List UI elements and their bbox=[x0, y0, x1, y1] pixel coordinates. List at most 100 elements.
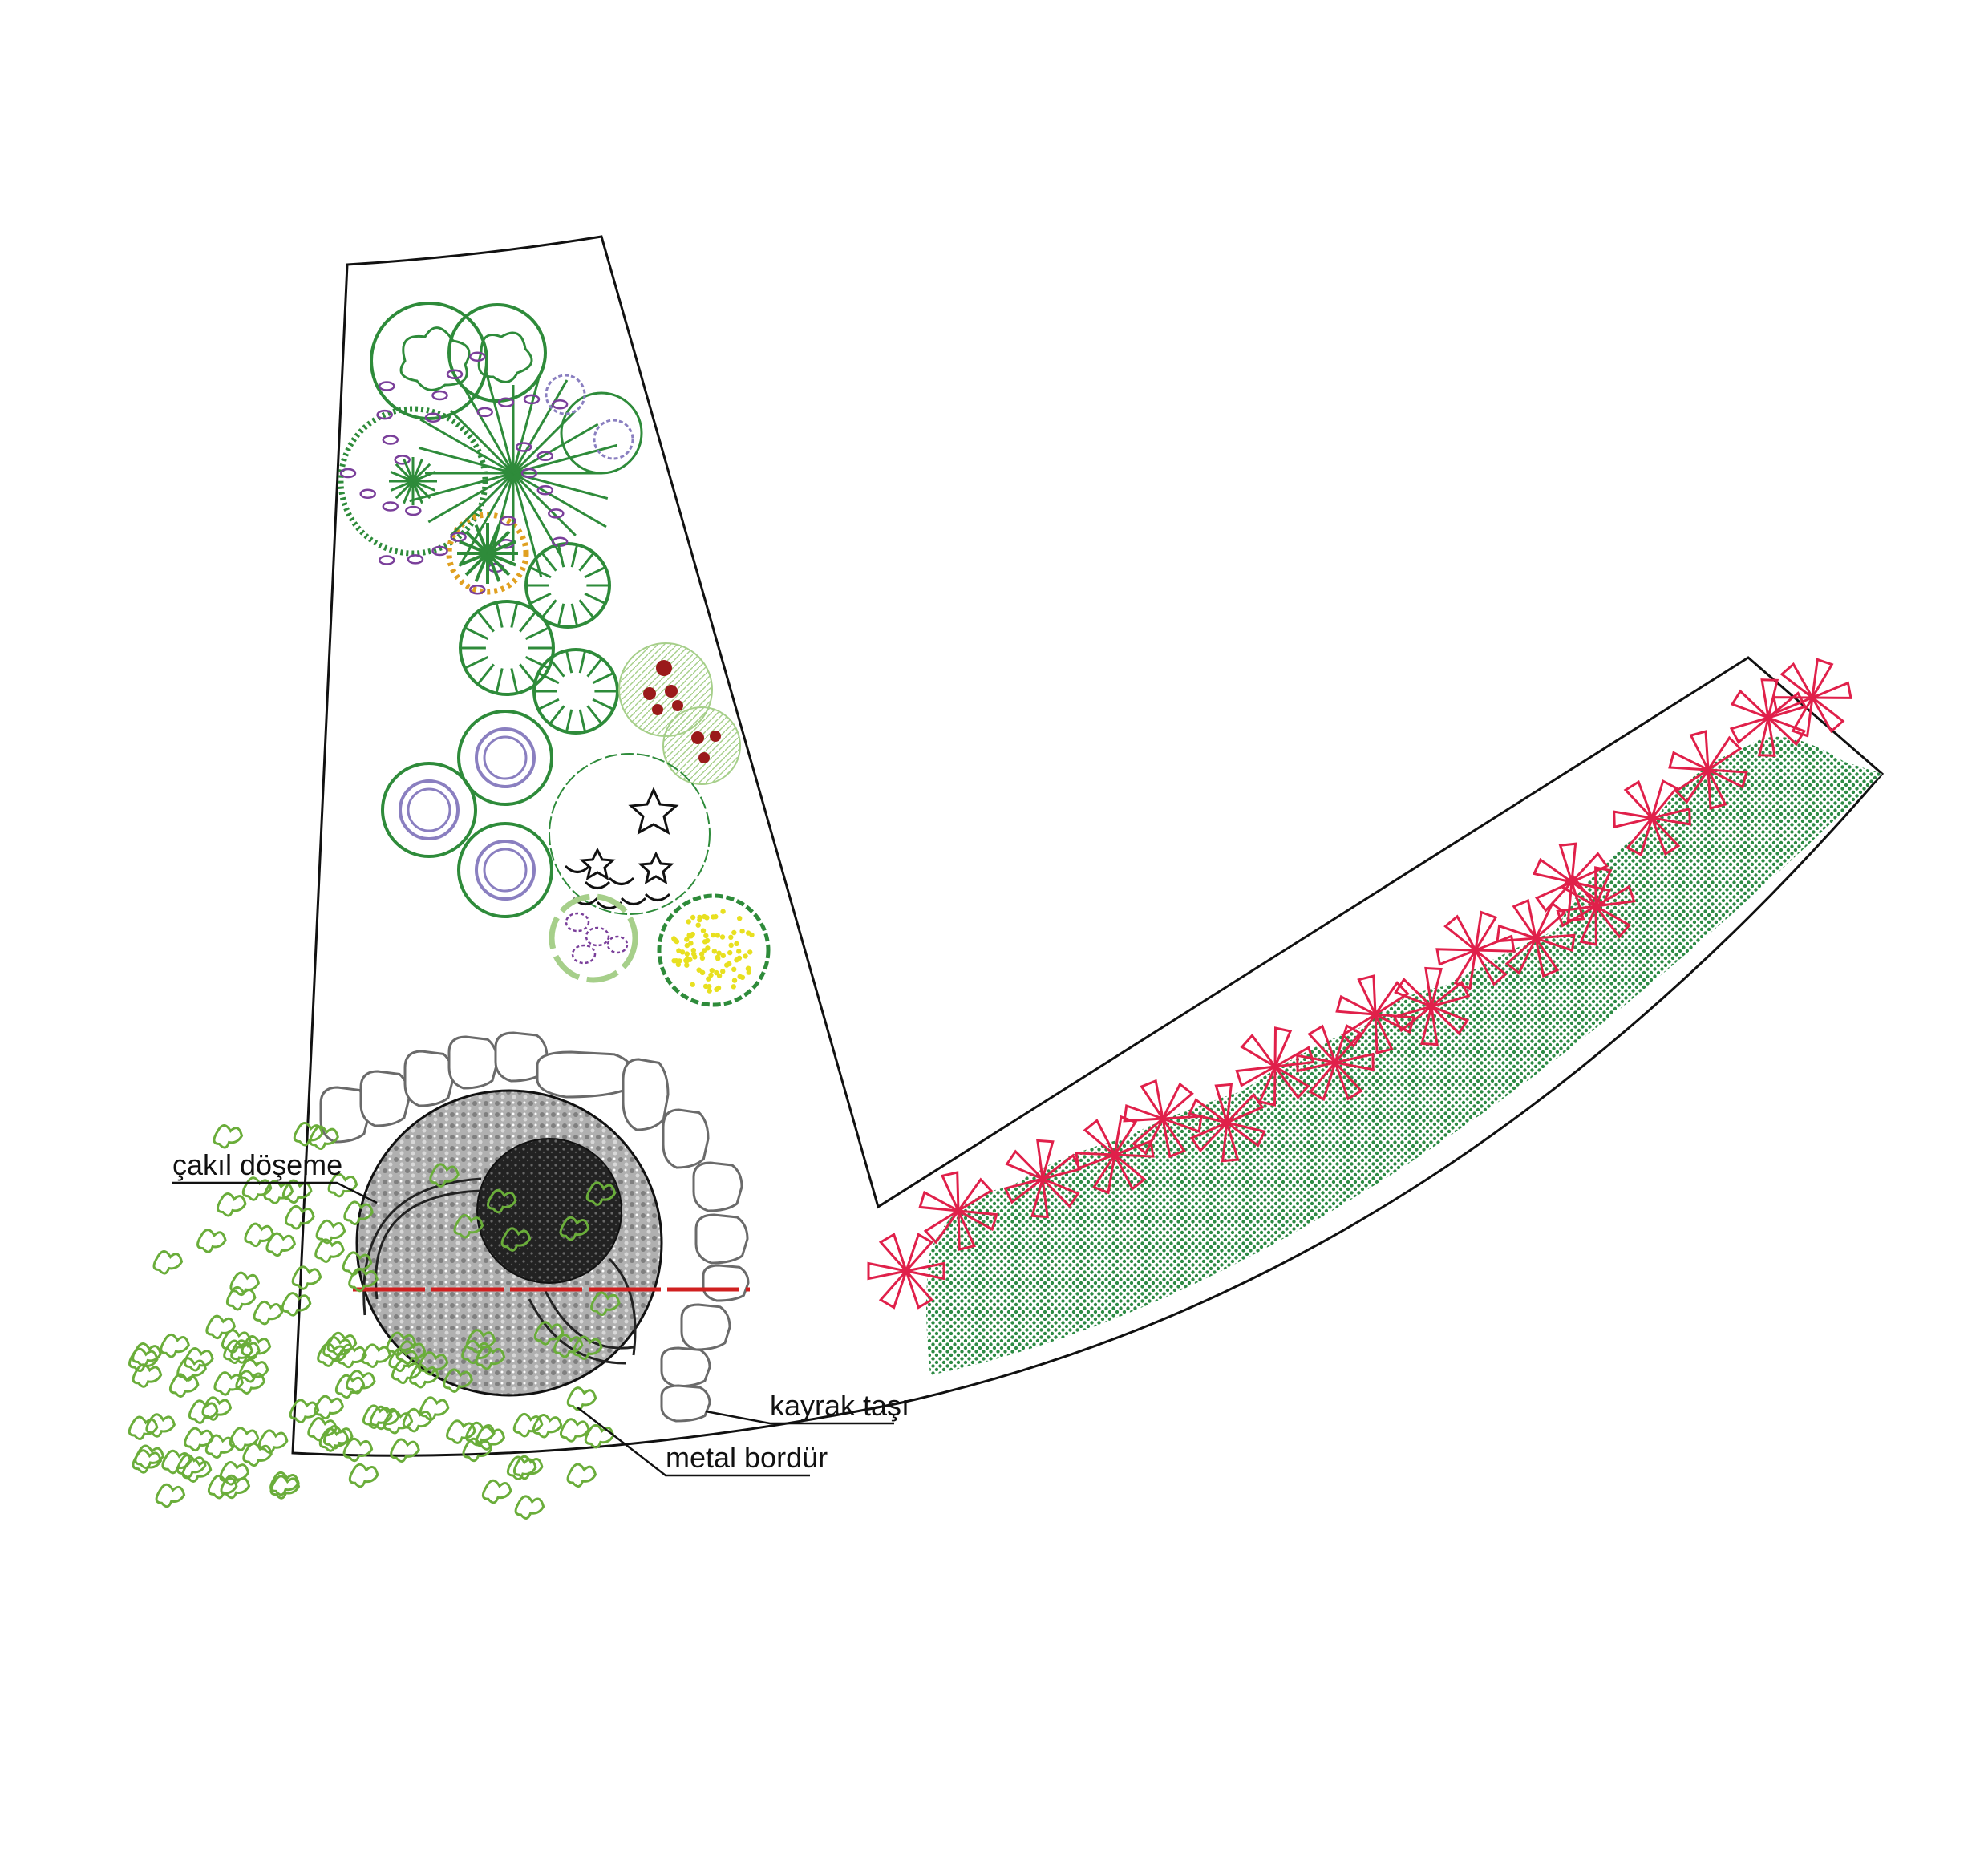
groundcover-leaf bbox=[461, 1339, 492, 1365]
yellow-dot bbox=[746, 930, 751, 936]
yellow-dot bbox=[703, 933, 709, 939]
groundcover-leaf bbox=[348, 1463, 379, 1488]
ring-shrubs bbox=[381, 710, 553, 918]
flower-petal bbox=[1730, 689, 1770, 719]
yellow-dot bbox=[690, 914, 696, 921]
yellow-dot bbox=[688, 941, 694, 946]
groundcover-leaf bbox=[348, 1267, 379, 1293]
groundcover-leaf bbox=[346, 1370, 376, 1395]
small-shrub-symbol bbox=[549, 893, 638, 983]
flower-symbol bbox=[1496, 898, 1576, 978]
shrub-spoke bbox=[570, 603, 579, 627]
yellow-dot bbox=[704, 915, 710, 921]
flower-symbol bbox=[1556, 866, 1636, 946]
groundcover-leaf bbox=[553, 1334, 584, 1358]
shrub-spoke bbox=[586, 705, 603, 725]
tree-branch bbox=[418, 446, 514, 475]
ring-shrub-symbol bbox=[457, 710, 553, 806]
groundcover-area bbox=[926, 736, 1882, 1375]
flower-petal bbox=[1430, 1005, 1469, 1035]
purple-leaf bbox=[548, 508, 565, 519]
flower-petal bbox=[1307, 1024, 1337, 1064]
yellow-dot bbox=[700, 928, 707, 933]
tree-center-line bbox=[403, 480, 415, 504]
flower-symbol bbox=[1392, 966, 1471, 1046]
groundcover-leaf bbox=[419, 1396, 450, 1421]
shrub-spoke bbox=[578, 552, 595, 572]
tree-branch bbox=[512, 472, 543, 577]
flower-petal bbox=[1707, 735, 1743, 771]
groundcover-leaf bbox=[429, 1163, 460, 1188]
flower-petal bbox=[1114, 1139, 1155, 1158]
groundcover-leaf bbox=[315, 1219, 346, 1245]
tree-branch bbox=[484, 369, 515, 474]
groundcover-leaf bbox=[160, 1333, 190, 1358]
shrub-center-line bbox=[487, 552, 516, 567]
groundcover-leaf bbox=[337, 1343, 367, 1369]
yellow-dot bbox=[699, 955, 706, 961]
groundcover-leaf bbox=[229, 1427, 260, 1451]
purple-leaf bbox=[382, 501, 399, 512]
groundcover-leaf bbox=[532, 1414, 563, 1439]
groundcover-leaf bbox=[244, 1222, 275, 1248]
purple-leaf bbox=[571, 944, 597, 965]
yellow-dot bbox=[676, 948, 682, 953]
shrub-spoke bbox=[570, 544, 579, 568]
yellow-dot bbox=[743, 953, 748, 959]
flower-petal bbox=[1443, 914, 1477, 952]
flower-petal bbox=[1811, 696, 1845, 734]
shrub-center-line bbox=[474, 553, 489, 582]
stepping-stone bbox=[403, 1050, 455, 1107]
flower-petal bbox=[1214, 1083, 1233, 1123]
groundcover-leaf bbox=[253, 1300, 284, 1326]
scallop-lines bbox=[564, 864, 671, 909]
flower-petal bbox=[1811, 658, 1834, 698]
flower-symbol bbox=[1075, 1115, 1155, 1195]
flower-petal bbox=[1791, 697, 1814, 738]
cloud-shrub bbox=[549, 753, 711, 915]
purple-leaf bbox=[476, 407, 493, 418]
purple-leaf bbox=[520, 468, 538, 479]
groundcover-leaf bbox=[481, 1479, 512, 1504]
groundcover-leaf bbox=[242, 1442, 273, 1467]
shrub-spoke bbox=[476, 663, 495, 686]
flower-petal bbox=[1650, 779, 1678, 819]
tree-center-line bbox=[395, 463, 415, 483]
flower-petal bbox=[1003, 1177, 1043, 1204]
flower-petal bbox=[1357, 974, 1377, 1015]
yellow-dot bbox=[671, 958, 677, 964]
yellow-dot bbox=[711, 932, 716, 938]
shrub-spoke bbox=[519, 663, 537, 686]
tree-branch bbox=[427, 472, 514, 524]
groundcover-leaf bbox=[307, 1417, 338, 1442]
yellow-dot bbox=[724, 962, 730, 968]
flower-petal bbox=[1626, 817, 1654, 857]
flower-petal bbox=[1188, 1098, 1228, 1124]
flower-petal bbox=[1189, 1121, 1229, 1153]
yellow-dot bbox=[720, 953, 726, 959]
yellow-dot bbox=[697, 914, 702, 921]
berry bbox=[665, 685, 678, 698]
berry bbox=[652, 704, 663, 715]
small-shrub bbox=[549, 893, 638, 983]
shrub-spoke bbox=[541, 552, 557, 572]
yellow-dot bbox=[728, 942, 734, 949]
flower-petal bbox=[1113, 1153, 1147, 1191]
groundcover-leaf bbox=[134, 1444, 165, 1469]
garden-bed-outline bbox=[291, 235, 1885, 1457]
groundcover-leaf bbox=[559, 1216, 590, 1241]
berry bbox=[643, 687, 656, 700]
groundcover-leaf bbox=[446, 1419, 476, 1444]
tree-symbol bbox=[447, 303, 547, 403]
groundcover-leaf bbox=[196, 1229, 227, 1253]
flower-symbol bbox=[918, 1171, 998, 1251]
tree-branch bbox=[458, 472, 515, 567]
tree-branch bbox=[450, 472, 515, 536]
yellow-dot bbox=[715, 985, 722, 991]
tree-symbol-inner bbox=[399, 326, 471, 391]
border-leader bbox=[577, 1407, 810, 1477]
shrub-spoke bbox=[565, 650, 573, 674]
stepping-stone bbox=[660, 1384, 711, 1423]
shrub-spoke bbox=[537, 672, 560, 685]
